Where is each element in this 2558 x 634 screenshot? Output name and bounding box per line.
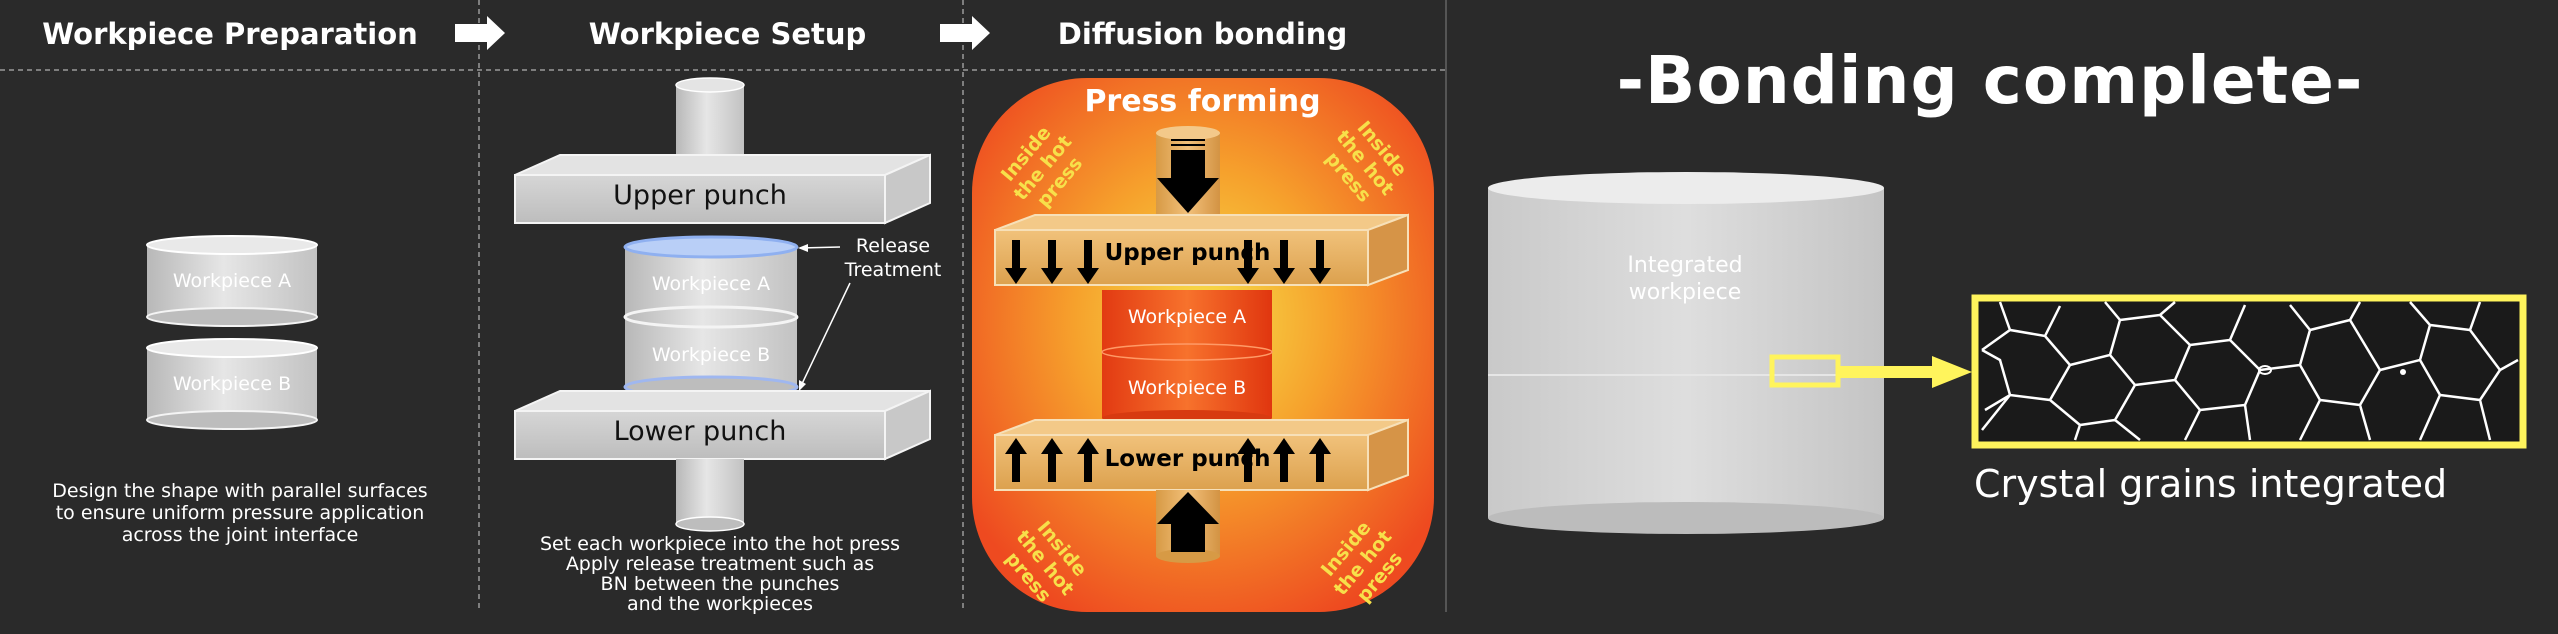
bonding-top-rod xyxy=(1156,126,1220,219)
bonding-complete-title: -Bonding complete- xyxy=(1616,42,2364,119)
release-treatment-label: Release Treatment xyxy=(844,235,942,281)
zoom-arrow-icon xyxy=(1838,356,1972,388)
setup-workpiece-a-label: Workpiece A xyxy=(651,273,771,295)
lower-punch-up-arrows-icon xyxy=(1005,438,1331,482)
bonding-bottom-rod xyxy=(1156,490,1220,563)
header-arrow-1-icon xyxy=(455,16,505,50)
prep-workpiece-b-label: Workpiece B xyxy=(172,373,292,395)
bonding-lower-punch-label: Lower punch xyxy=(1104,446,1271,472)
bonding-workpiece-a-label: Workpiece A xyxy=(1127,306,1247,328)
bonding-workpiece-b-label: Workpiece B xyxy=(1127,377,1247,399)
bonding-upper-punch-label: Upper punch xyxy=(1104,240,1271,266)
step-title-setup: Workpiece Setup xyxy=(588,17,867,51)
process-diagram: Workpiece Preparation Workpiece Setup Di… xyxy=(0,0,2527,615)
bonding-upper-punch xyxy=(994,213,1409,287)
step-title-preparation: Workpiece Preparation xyxy=(42,17,418,51)
diagram-graphics xyxy=(0,0,2527,612)
setup-lower-punch-label: Lower punch xyxy=(613,416,787,447)
setup-workpiece-stack xyxy=(623,235,799,399)
setup-workpiece-b-label: Workpiece B xyxy=(651,344,771,366)
setup-bottom-rod xyxy=(675,459,745,532)
setup-caption: Set each workpiece into the hot press Ap… xyxy=(539,533,901,615)
prep-workpiece-a xyxy=(146,235,318,327)
setup-lower-punch xyxy=(514,389,931,461)
header-arrow-2-icon xyxy=(940,16,990,50)
crystal-grain-structure xyxy=(1971,294,2527,449)
upper-punch-down-arrows-icon xyxy=(1005,240,1331,284)
integrated-workpiece xyxy=(1488,172,1884,534)
bonding-lower-punch xyxy=(994,418,1409,492)
crystal-grains-label: Crystal grains integrated xyxy=(1974,462,2448,506)
setup-top-rod xyxy=(675,77,745,163)
integrated-workpiece-label: Integrated workpiece xyxy=(1627,253,1743,305)
press-forming-label: Press forming xyxy=(1084,84,1321,119)
step-title-bonding: Diffusion bonding xyxy=(1057,17,1348,51)
release-leader-lines xyxy=(798,244,851,391)
setup-upper-punch-label: Upper punch xyxy=(613,180,787,211)
prep-caption: Design the shape with parallel surfaces … xyxy=(52,480,428,546)
setup-upper-punch xyxy=(514,153,931,225)
prep-workpiece-b xyxy=(146,338,318,430)
prep-workpiece-a-label: Workpiece A xyxy=(172,270,292,292)
